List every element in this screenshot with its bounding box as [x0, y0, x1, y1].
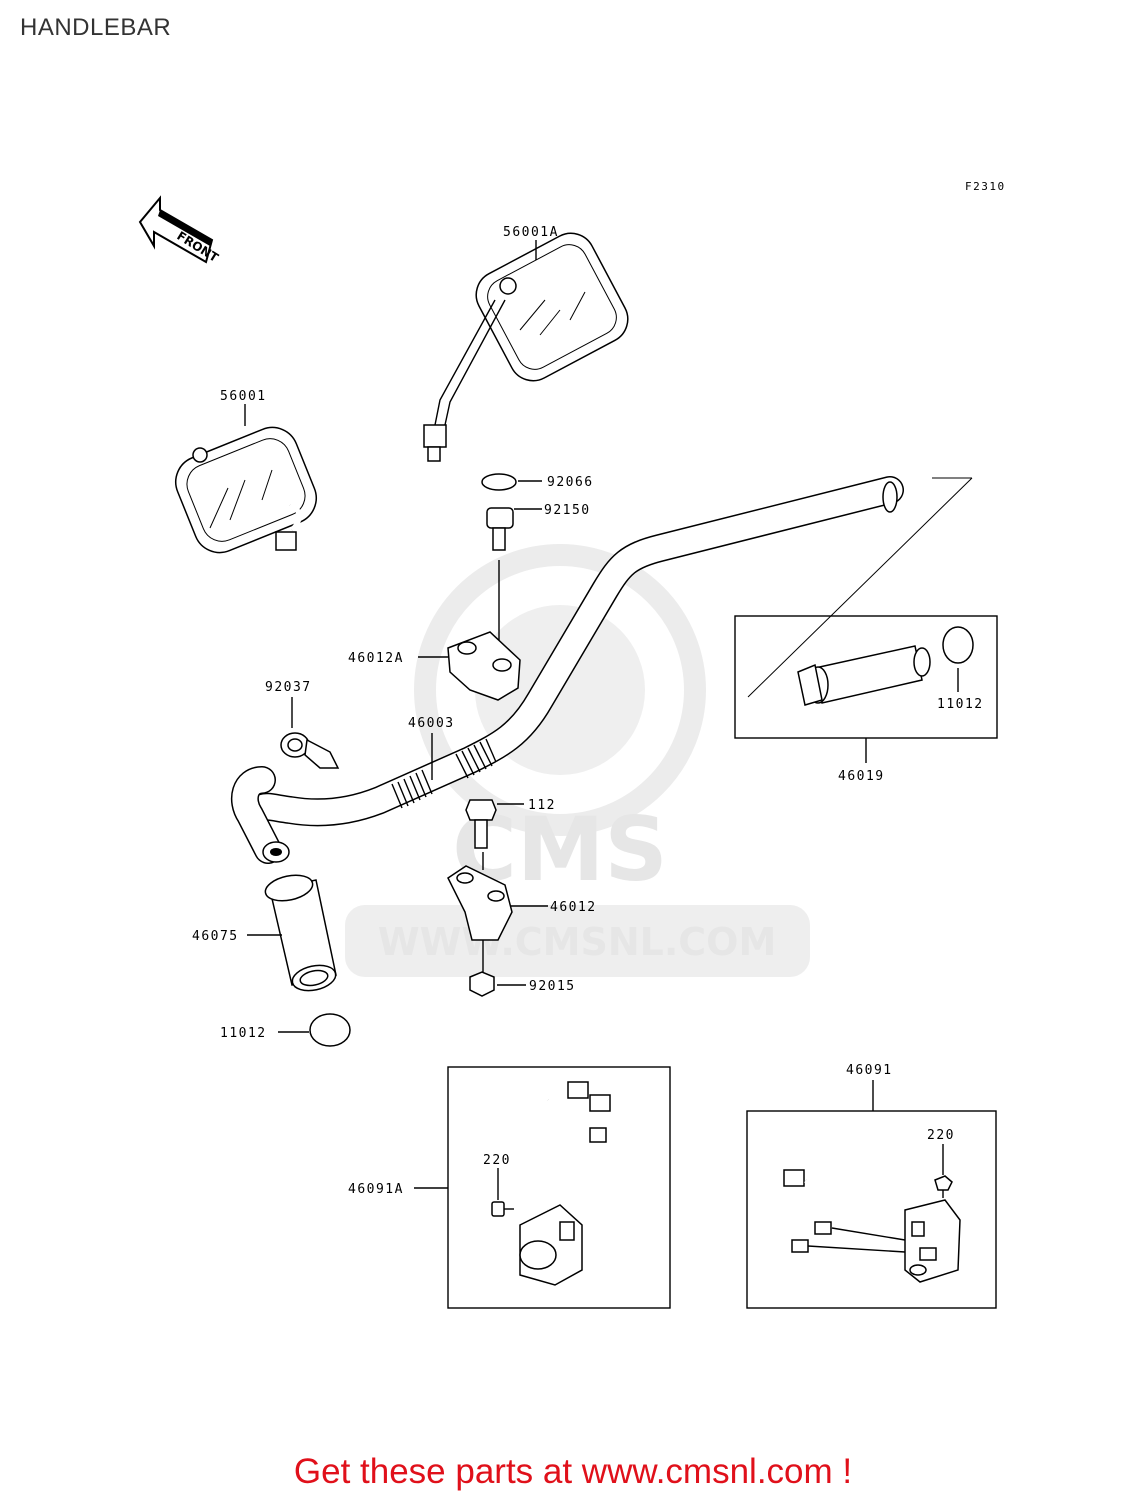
nut-92015 — [469, 971, 495, 997]
lower-clamp-46012 — [447, 865, 513, 941]
label-92150: 92150 — [544, 503, 591, 518]
upper-clamp-46012A — [447, 631, 521, 701]
label-46075: 46075 — [192, 929, 239, 944]
label-46003: 46003 — [408, 716, 455, 731]
right-switch-housing — [783, 1169, 961, 1283]
label-46091: 46091 — [846, 1063, 893, 1078]
label-46091A: 46091A — [348, 1182, 404, 1197]
label-92037: 92037 — [265, 680, 312, 695]
front-arrow-icon: FRONT — [138, 195, 221, 265]
throttle-grip-46019 — [797, 626, 974, 706]
label-92015: 92015 — [529, 979, 576, 994]
assembly-box-46091 — [746, 1110, 997, 1309]
bolt-112 — [465, 799, 497, 849]
label-46019: 46019 — [838, 769, 885, 784]
label-46012: 46012 — [550, 900, 597, 915]
screw-220-left — [491, 1201, 514, 1217]
end-cap-11012-left — [309, 1013, 351, 1047]
mirror-right — [423, 232, 629, 462]
watermark-url: WWW.CMSNL.COM — [378, 920, 777, 964]
cap-92066 — [481, 473, 517, 491]
label-11012-left: 11012 — [220, 1026, 267, 1041]
figure-code: F2310 — [965, 180, 1006, 193]
label-220-left: 220 — [483, 1153, 511, 1168]
screw-220-right — [934, 1175, 953, 1198]
label-112: 112 — [528, 798, 556, 813]
label-11012-right: 11012 — [937, 697, 984, 712]
handlebar-46003 — [230, 476, 904, 864]
label-56001: 56001 — [220, 389, 267, 404]
weight-92037 — [280, 732, 340, 769]
mirror-left — [175, 426, 317, 554]
bolt-92150 — [486, 507, 514, 551]
label-46012A: 46012A — [348, 651, 404, 666]
left-switch-housing — [519, 1081, 611, 1286]
grip-46075 — [264, 874, 337, 992]
label-92066: 92066 — [547, 475, 594, 490]
label-220-right: 220 — [927, 1128, 955, 1143]
label-56001A: 56001A — [503, 225, 559, 240]
page-title: HANDLEBAR — [20, 14, 172, 41]
footer-cta[interactable]: Get these parts at www.cmsnl.com ! — [293, 1452, 853, 1491]
